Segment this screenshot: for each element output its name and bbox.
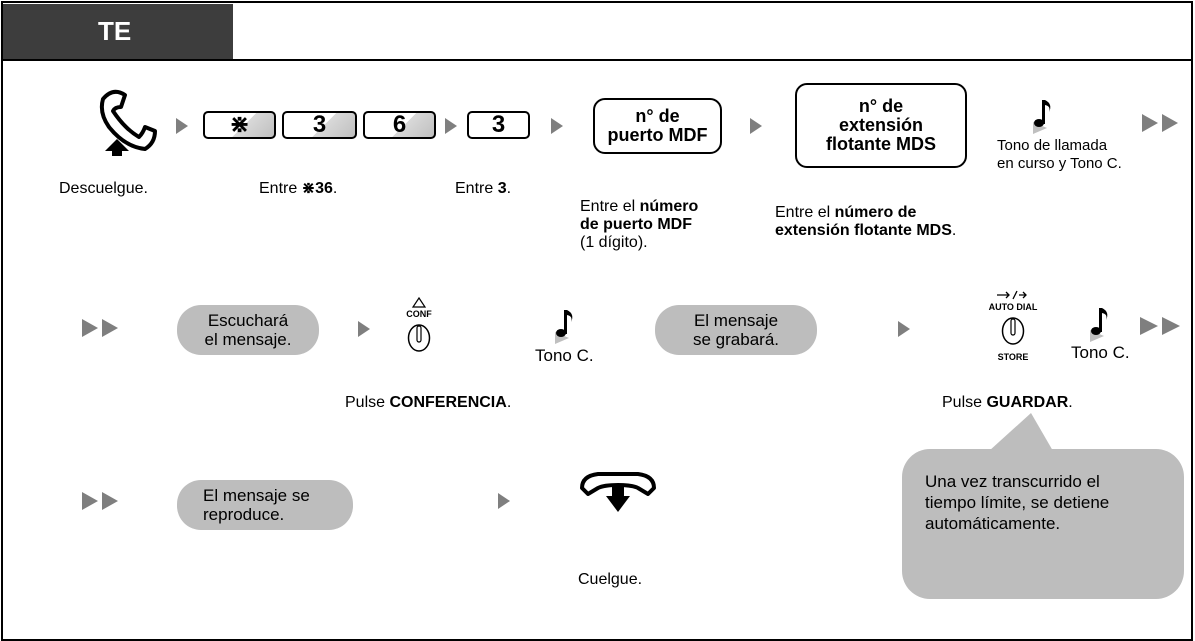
caption-entre-3-prefix: Entre	[455, 180, 498, 197]
mdf-box-line1: n° de	[635, 106, 680, 126]
caption-entre-36-prefix: Entre	[259, 180, 302, 197]
tono-c-label-1: Tono C.	[535, 346, 594, 365]
caption-descuelgue: Descuelgue.	[59, 180, 148, 197]
mds-extension-box: n° de extensión flotante MDS	[795, 83, 967, 168]
tono-c-label-2: Tono C.	[1071, 343, 1130, 362]
pill-reproduce-line2: reproduce.	[203, 505, 285, 524]
conference-button-icon	[407, 324, 431, 352]
conf-label: CONF	[406, 309, 432, 319]
pulse-conf-bold: CONFERENCIA	[389, 394, 507, 411]
pulse-conf-prefix: Pulse	[345, 394, 390, 411]
pill-reproduce: El mensaje se reproduce.	[177, 480, 353, 530]
te-tab-label: TE	[98, 16, 132, 46]
double-arrow-icon	[82, 492, 118, 510]
store-label: STORE	[997, 352, 1029, 362]
pill-grabara: El mensaje se grabará.	[655, 305, 817, 355]
te-tab	[3, 4, 233, 59]
caption-mdf-bold2: de puerto MDF	[580, 216, 692, 233]
mds-box-line2: extensión	[838, 115, 924, 135]
double-arrow-icon	[1140, 317, 1180, 335]
pill-reproduce-line1: El mensaje se	[203, 486, 310, 505]
caption-entre-36-bold: ⋇36	[301, 180, 333, 197]
caption-mdf: Entre el número de puerto MDF (1 dígito)…	[580, 198, 698, 252]
double-arrow-icon	[1142, 114, 1178, 132]
arrow-icon	[358, 321, 370, 337]
auto-dial-arrows-icon	[997, 290, 1027, 300]
mdf-port-box: n° de puerto MDF	[593, 98, 722, 154]
bubble-line2: tiempo límite, se detiene	[925, 493, 1110, 512]
key-3: 3	[282, 111, 357, 139]
mds-box-line1: n° de	[858, 96, 904, 116]
on-hook-handset-icon	[580, 472, 656, 512]
caption-entre-36: Entre ⋇36.	[259, 180, 337, 198]
music-note-icon	[555, 310, 573, 344]
caption-cuelgue: Cuelgue.	[578, 571, 643, 588]
caption-pulse-conferencia: Pulse CONFERENCIA.	[345, 394, 511, 412]
speech-bubble	[902, 413, 1184, 599]
auto-dial-label: AUTO DIAL	[988, 302, 1038, 312]
caption-mdf-prefix: Entre el	[580, 198, 640, 215]
caption-mds-bold2: extensión flotante MDS	[775, 222, 952, 239]
pill-escuchara-line1: Escuchará	[207, 311, 289, 330]
pulse-conf-suffix: .	[506, 394, 512, 411]
key-6: 6	[363, 111, 436, 139]
caption-entre-3-bold: 3	[497, 180, 507, 197]
double-arrow-icon	[82, 319, 118, 337]
tone-text-line1: Tono de llamada	[997, 137, 1108, 154]
music-note-icon	[1090, 308, 1108, 342]
pulse-store-prefix: Pulse	[942, 394, 987, 411]
caption-pulse-guardar: Pulse GUARDAR.	[942, 394, 1073, 412]
pill-grabara-line2: se grabará.	[693, 330, 779, 349]
store-button-icon	[1001, 317, 1025, 345]
bubble-line3: automáticamente.	[925, 514, 1061, 533]
music-note-icon	[1033, 100, 1051, 134]
bubble-line1: Una vez transcurrido el	[925, 472, 1100, 491]
caption-mdf-bold1: número	[639, 198, 699, 215]
pill-escuchara: Escuchará el mensaje.	[177, 305, 319, 355]
caption-mds-bold1: número de	[834, 204, 917, 221]
caption-entre-36-suffix: .	[332, 180, 338, 197]
off-hook-handset-icon	[99, 89, 157, 156]
pulse-store-suffix: .	[1068, 394, 1073, 411]
pulse-store-bold: GUARDAR	[986, 394, 1069, 411]
arrow-icon	[750, 118, 762, 134]
caption-mds-prefix: Entre el	[775, 204, 835, 221]
key-star: ⋇	[203, 111, 276, 139]
pill-grabara-line1: El mensaje	[693, 311, 779, 330]
arrow-icon	[445, 118, 457, 134]
caption-entre-3: Entre 3.	[455, 180, 511, 198]
caption-mdf-line3: (1 dígito).	[580, 234, 648, 251]
caption-entre-3-suffix: .	[506, 180, 512, 197]
header-bar	[3, 4, 1193, 61]
arrow-icon	[551, 118, 563, 134]
arrow-icon	[176, 118, 188, 134]
mds-box-line3: flotante MDS	[826, 134, 936, 154]
tone-text-line2: en curso y Tono C.	[997, 155, 1122, 172]
mdf-box-line2: puerto MDF	[607, 125, 708, 145]
caption-mds-suffix: .	[951, 222, 957, 239]
conference-triangle-icon	[411, 296, 427, 308]
arrow-icon	[898, 321, 910, 337]
pill-escuchara-line2: el mensaje.	[204, 330, 292, 349]
key-3-single: 3	[467, 111, 530, 139]
caption-mds: Entre el número de extensión flotante MD…	[775, 204, 956, 240]
arrow-icon	[498, 493, 510, 509]
